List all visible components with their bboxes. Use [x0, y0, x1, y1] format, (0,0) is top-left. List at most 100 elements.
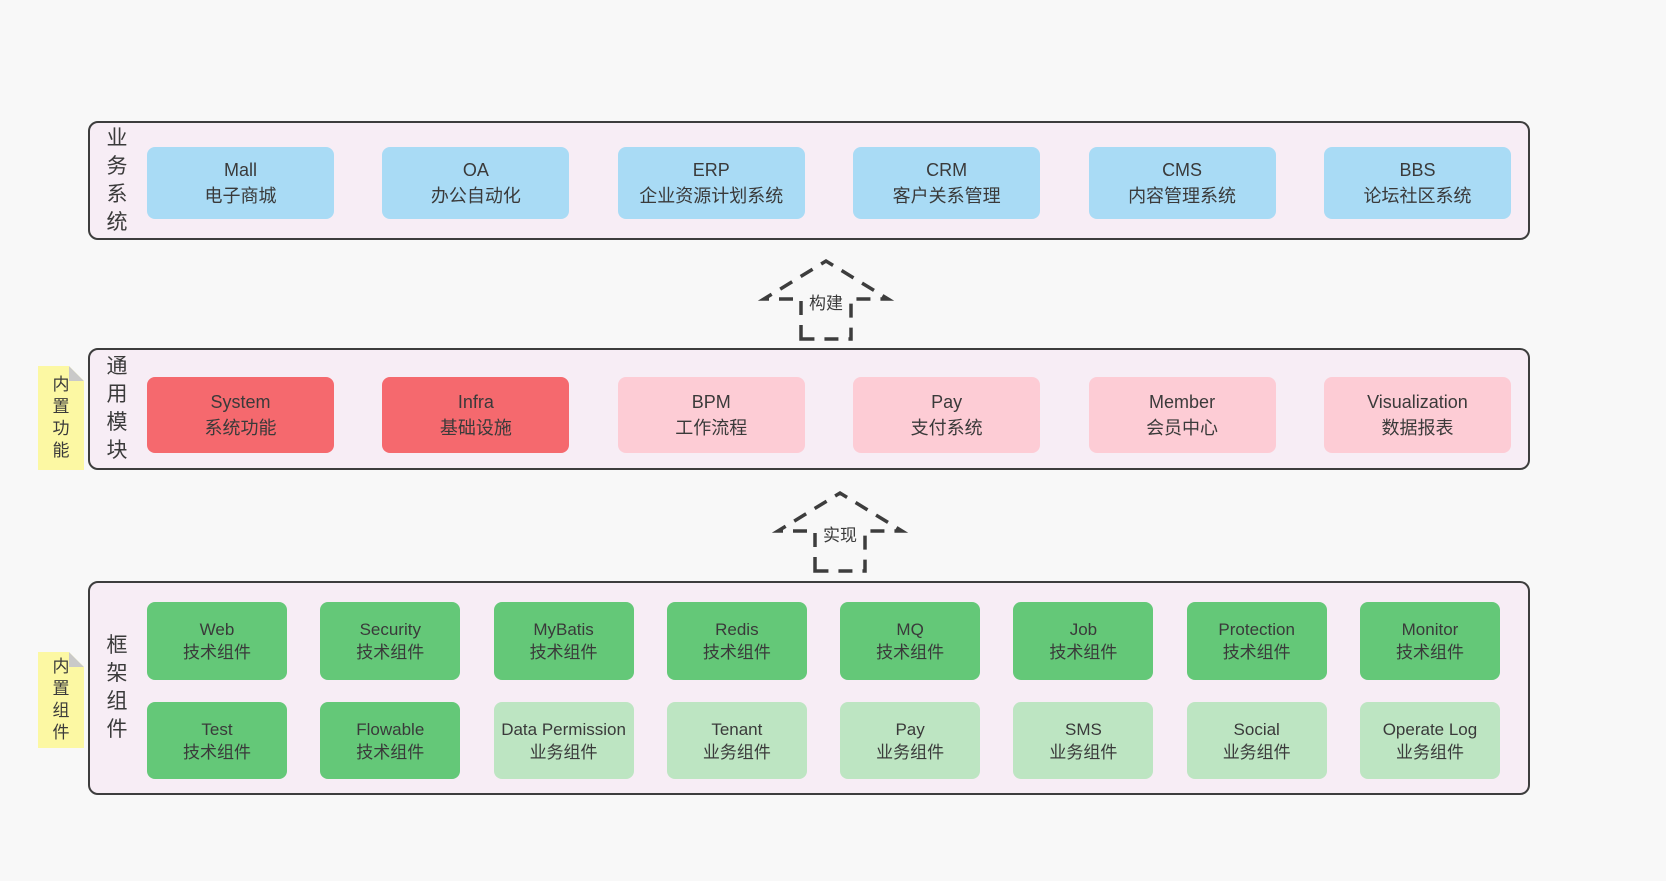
box-subtitle: 技术组件 — [702, 643, 771, 662]
box-subtitle: 会员中心 — [1146, 418, 1219, 438]
diagram-box-member: Member 会员中心 — [1088, 377, 1276, 453]
box-title: CMS — [1162, 160, 1203, 180]
box-title: Infra — [457, 392, 494, 412]
box-subtitle: 业务组件 — [702, 742, 771, 762]
box-title: BPM — [691, 392, 731, 412]
box-subtitle: 技术组件 — [183, 742, 251, 762]
box-title: Monitor — [1401, 620, 1459, 639]
box-title: BBS — [1399, 160, 1436, 180]
sticky-note-builtin-components-label: 内置组件 — [52, 657, 70, 742]
diagram-box-erp: ERP 企业资源计划系统 — [617, 147, 805, 219]
up-block-arrow-icon — [757, 258, 895, 341]
box-subtitle: 技术组件 — [529, 643, 598, 662]
diagram-box-security: Security 技术组件 — [320, 602, 461, 680]
box-title: MyBatis — [533, 620, 594, 639]
arrow-implement-label: 实现 — [819, 520, 861, 547]
note-fold-icon — [69, 652, 84, 667]
box-subtitle: 数据报表 — [1381, 418, 1454, 438]
box-subtitle: 业务组件 — [1222, 742, 1291, 762]
box-subtitle: 企业资源计划系统 — [639, 186, 784, 206]
box-title: Pay — [895, 719, 925, 739]
diagram-box-pay: Pay 业务组件 — [840, 702, 981, 779]
box-subtitle: 业务组件 — [1395, 742, 1464, 762]
diagram-box-mybatis: MyBatis 技术组件 — [493, 602, 634, 680]
diagram-box-monitor: Monitor 技术组件 — [1359, 602, 1500, 680]
box-subtitle: 客户关系管理 — [892, 186, 1001, 206]
box-subtitle: 技术组件 — [1222, 643, 1291, 662]
box-title: Member — [1149, 392, 1216, 412]
box-title: CRM — [926, 160, 968, 180]
diagram-box-tenant: Tenant 业务组件 — [666, 702, 807, 779]
layer-label-business-systems: 业务系统 — [106, 126, 128, 234]
diagram-box-redis: Redis 技术组件 — [666, 602, 807, 680]
diagram-box-oa: OA 办公自动化 — [382, 147, 570, 219]
box-subtitle: 技术组件 — [1395, 643, 1464, 662]
box-title: Security — [359, 620, 421, 639]
diagram-box-social: Social 业务组件 — [1186, 702, 1327, 779]
diagram-box-pay: Pay 支付系统 — [853, 377, 1041, 453]
box-title: Tenant — [711, 719, 763, 739]
arrow-build: 构建 — [756, 257, 896, 341]
up-block-arrow-icon — [771, 490, 909, 573]
box-title: Web — [199, 620, 235, 639]
box-title: Job — [1069, 620, 1098, 639]
layer-label-framework-components: 框架组件 — [106, 634, 128, 741]
box-subtitle: 电子商城 — [204, 186, 277, 206]
box-title: Social — [1233, 719, 1280, 739]
diagram-box-job: Job 技术组件 — [1013, 602, 1154, 680]
note-fold-icon — [69, 366, 84, 381]
box-title: Redis — [715, 620, 759, 639]
business-boxes-row: Mall 电子商城 OA 办公自动化 ERP 企业资源计划系统 CRM 客户关系管理 CMS 内容… — [147, 147, 1511, 219]
sticky-note-builtin-features-label: 内置功能 — [52, 375, 70, 460]
box-subtitle: 技术组件 — [356, 643, 425, 662]
diagram-box-cms: CMS 内容管理系统 — [1088, 147, 1276, 219]
diagram-box-flowable: Flowable 技术组件 — [320, 702, 461, 779]
sticky-note-builtin-components: 内置组件 — [38, 652, 84, 748]
sticky-note-builtin-features: 内置功能 — [38, 366, 84, 470]
diagram-box-operate-log: Operate Log 业务组件 — [1359, 702, 1500, 779]
box-title: Visualization — [1367, 392, 1468, 412]
box-title: OA — [462, 160, 489, 180]
box-subtitle: 工作流程 — [675, 418, 748, 438]
layer-business-systems: 业务系统 Mall 电子商城 OA 办公自动化 ERP 企业资源计划系统 CRM 客户关系管理… — [88, 121, 1530, 240]
diagram-box-sms: SMS 业务组件 — [1013, 702, 1154, 779]
diagram-box-bpm: BPM 工作流程 — [617, 377, 805, 453]
arrow-implement: 实现 — [770, 489, 910, 573]
box-subtitle: 技术组件 — [356, 742, 425, 762]
box-title: Operate Log — [1382, 719, 1478, 739]
arrow-build-label: 构建 — [805, 288, 847, 315]
box-title: ERP — [692, 160, 730, 180]
box-subtitle: 论坛社区系统 — [1363, 186, 1472, 206]
box-subtitle: 业务组件 — [529, 742, 598, 762]
diagram-box-mall: Mall 电子商城 — [147, 147, 334, 219]
box-subtitle: 支付系统 — [910, 418, 983, 438]
diagram-box-crm: CRM 客户关系管理 — [853, 147, 1041, 219]
box-subtitle: 业务组件 — [1049, 742, 1118, 762]
diagram-box-visualization: Visualization 数据报表 — [1323, 377, 1511, 453]
diagram-box-data-permission: Data Permission 业务组件 — [493, 702, 634, 779]
box-title: Test — [201, 719, 233, 739]
box-title: SMS — [1064, 719, 1102, 739]
box-title: Pay — [931, 392, 963, 412]
box-subtitle: 内容管理系统 — [1128, 186, 1237, 206]
box-subtitle: 技术组件 — [1049, 643, 1118, 662]
box-subtitle: 业务组件 — [876, 742, 945, 762]
box-subtitle: 办公自动化 — [430, 186, 521, 206]
layer-label-common-modules: 通用模块 — [106, 355, 128, 462]
diagram-box-test: Test 技术组件 — [147, 702, 287, 779]
box-title: Data Permission — [501, 719, 626, 739]
box-title: Mall — [223, 160, 257, 180]
box-title: Flowable — [356, 719, 425, 739]
box-title: MQ — [896, 620, 924, 639]
